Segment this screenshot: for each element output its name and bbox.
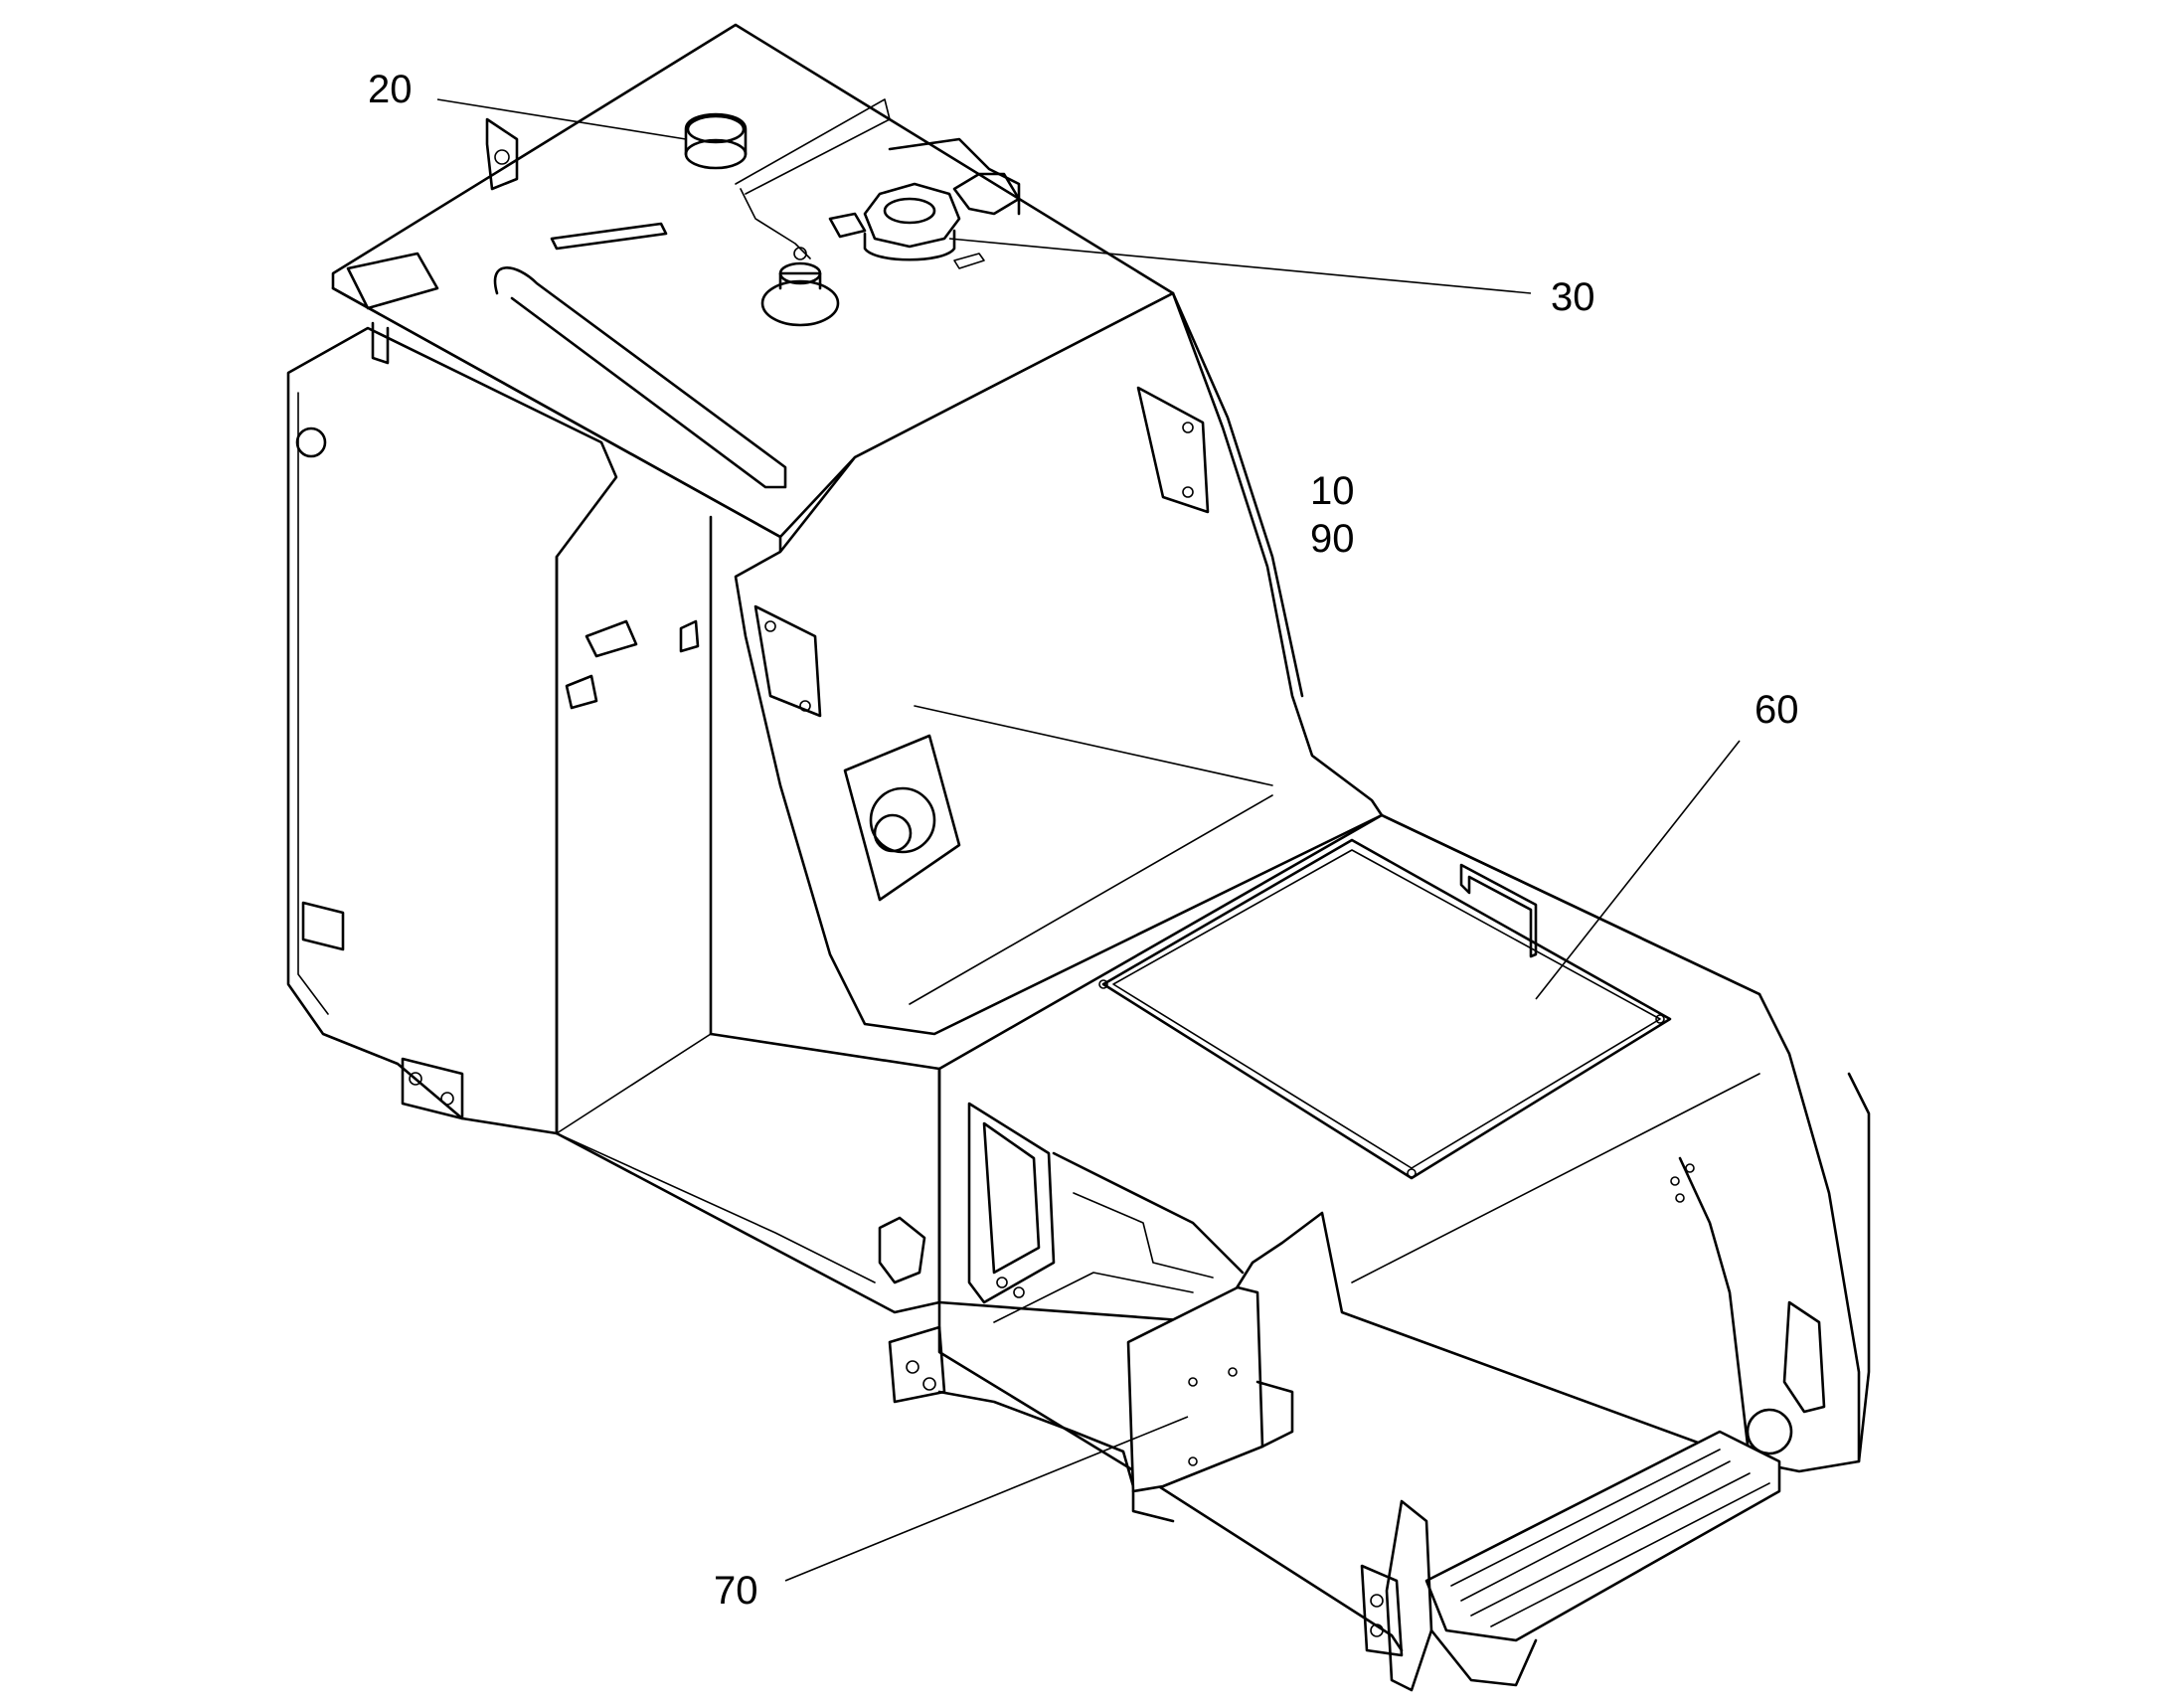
callout-labels: 20 30 10 90 60 70 — [368, 68, 1799, 1613]
label-20: 20 — [368, 68, 413, 111]
left-side-panel — [286, 321, 618, 1135]
lower-frame — [878, 1067, 1404, 1652]
label-10: 10 — [1310, 469, 1355, 513]
leader-lines — [436, 98, 1741, 1582]
tank-top-cover — [331, 23, 1175, 554]
plate-70 — [1126, 1285, 1294, 1523]
step-tread — [1360, 1408, 1793, 1692]
label-30: 30 — [1551, 275, 1595, 319]
access-cover-60 — [1098, 838, 1672, 1180]
leader-70 — [784, 1416, 1189, 1582]
label-90: 90 — [1310, 517, 1355, 561]
leader-20 — [436, 98, 687, 140]
label-60: 60 — [1755, 688, 1799, 732]
leader-30 — [948, 238, 1532, 294]
right-side-panel — [734, 291, 1384, 1036]
leader-60 — [1535, 740, 1741, 1000]
label-70: 70 — [714, 1569, 758, 1613]
